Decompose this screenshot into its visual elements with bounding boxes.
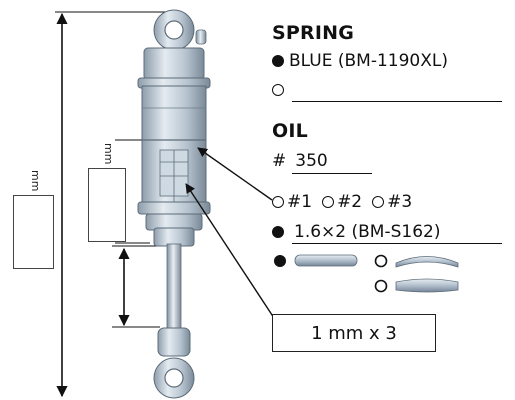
spring-option-selected[interactable]: BLUE (BM-1190XL) <box>272 51 448 71</box>
bottom-eyelet <box>153 357 195 399</box>
shim-dished-option[interactable] <box>374 254 459 268</box>
filled-circle-icon <box>272 55 284 67</box>
piston-option-2[interactable]: #2 <box>337 192 363 212</box>
dished-shim-icon <box>395 256 459 268</box>
top-eyelet <box>153 9 207 51</box>
spring-option-blank[interactable] <box>272 84 284 96</box>
spring-heading: SPRING <box>272 22 355 44</box>
filled-circle-icon <box>272 226 284 238</box>
open-circle-icon[interactable] <box>272 196 284 208</box>
dished-shim-alt-icon <box>395 278 459 293</box>
open-circle-icon <box>374 254 388 268</box>
internal-piston <box>159 149 189 204</box>
spacer-callout: 1 mm x 3 <box>272 314 436 352</box>
piston-option-3[interactable]: #3 <box>387 192 413 212</box>
open-circle-icon <box>374 279 388 293</box>
shim-dished-alt-option[interactable] <box>374 278 459 293</box>
shim-flat-option[interactable] <box>274 254 358 267</box>
open-circle-icon[interactable] <box>322 196 335 208</box>
piston-selected-part[interactable]: 1.6×2 (BM-S162) <box>272 222 440 242</box>
piston-options: #1 #2 #3 <box>272 192 412 212</box>
oil-weight: # 350 <box>272 151 328 171</box>
oil-underline <box>292 173 372 174</box>
flat-shim-icon <box>294 254 358 267</box>
spacer-leader <box>185 183 275 319</box>
piston-option-leader <box>197 147 273 201</box>
spring-blank-underline <box>292 101 502 102</box>
overall-length-unit: mm <box>29 170 42 192</box>
shock-absorber-illustration <box>137 9 211 399</box>
shim-options <box>274 254 459 293</box>
oil-heading: OIL <box>272 120 308 142</box>
open-circle-icon[interactable] <box>372 196 385 208</box>
piston-option-1[interactable]: #1 <box>287 192 313 212</box>
body-length-unit: mm <box>102 143 115 165</box>
overall-length-value-box <box>13 195 54 269</box>
oil-value: 350 <box>295 151 328 171</box>
piston-part-underline <box>292 243 502 244</box>
open-circle-icon <box>272 84 284 96</box>
filled-circle-icon <box>274 255 286 267</box>
body-length-value-box <box>88 168 126 242</box>
oil-prefix: # <box>272 151 287 171</box>
piston-selected-part-label: 1.6×2 (BM-S162) <box>294 222 441 242</box>
spring-option-selected-label: BLUE (BM-1190XL) <box>289 51 448 71</box>
